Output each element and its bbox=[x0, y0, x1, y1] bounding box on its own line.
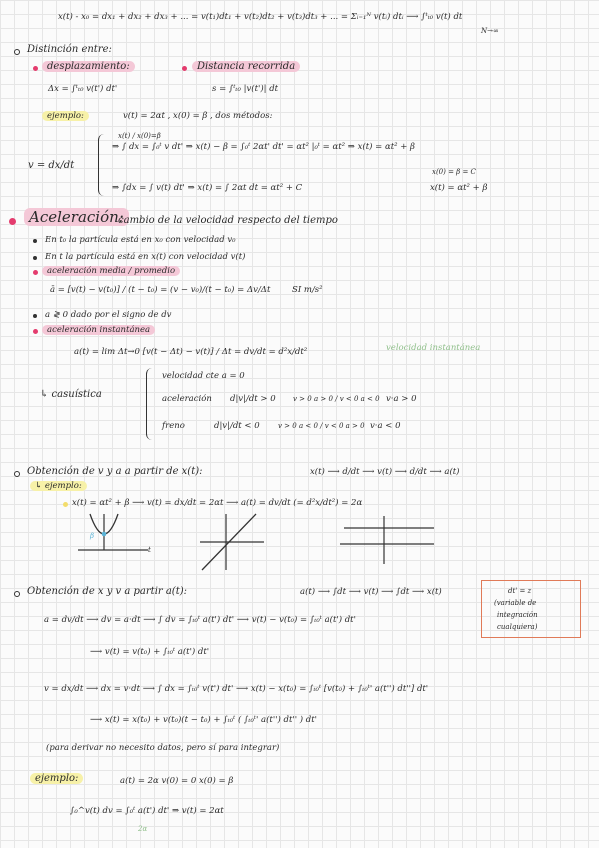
inst-formula: a(t) = lim Δt→0 [v(t − Δt) − v(t)] / Δt … bbox=[74, 347, 308, 357]
obtencion2-v-row2: ⟶ x(t) = x(t₀) + v(t₀)(t − t₀) + ∫ₜ₀ᵗ ( … bbox=[90, 715, 317, 725]
bullet bbox=[33, 239, 37, 243]
aceleracion-b2: En t la partícula está en x(t) con veloc… bbox=[45, 252, 246, 262]
metodo2-formula: ⇒ ∫dx = ∫ v(t) dt' ⇒ x(t) = ∫ 2αt dt = α… bbox=[112, 183, 303, 193]
casuistica-c3-frac: d|v|/dt < 0 bbox=[214, 421, 260, 431]
metodo-lhs: v = dx/dt bbox=[28, 160, 75, 171]
aceleracion-title: Aceleración: bbox=[24, 208, 129, 226]
section-bullet bbox=[14, 471, 20, 477]
inst-note: velocidad instantánea bbox=[386, 343, 481, 353]
distancia-label: Distancia recorrida bbox=[192, 61, 301, 72]
metodo1-limits: x(t) / x(0)=β bbox=[118, 132, 161, 140]
aceleracion-b1: En t₀ la partícula está en x₀ con veloci… bbox=[45, 235, 236, 245]
metodo2-result: x(t) = αt² + β bbox=[430, 183, 488, 193]
distancia-formula: s = ∫ᵗₜ₀ |v(t')| dt bbox=[212, 84, 279, 94]
note-box bbox=[481, 580, 581, 638]
note-box-line: dt' = z bbox=[508, 587, 532, 595]
obtencion2-chain: a(t) ⟶ ∫dt ⟶ v(t) ⟶ ∫dt ⟶ x(t) bbox=[300, 587, 442, 597]
pink-bullet bbox=[33, 270, 38, 275]
metodo2-note: x(0) = β = C bbox=[432, 168, 476, 176]
pink-bullet bbox=[33, 329, 38, 334]
section-bullet bbox=[14, 591, 20, 597]
bullet bbox=[33, 256, 37, 260]
obtencion2-v-row1: v = dx/dt ⟶ dx = v·dt ⟶ ∫ dx = ∫ₜ₀ᵗ v(t'… bbox=[44, 684, 429, 694]
obtencion2-a-row2: ⟶ v(t) = v(t₀) + ∫ₜ₀ᵗ a(t') dt' bbox=[90, 647, 210, 657]
ejemplo-label: ejemplo: bbox=[42, 111, 89, 121]
ejemplo-text: v(t) = 2αt , x(0) = β , dos métodos: bbox=[123, 111, 273, 121]
graph-line bbox=[200, 513, 264, 571]
note-box-line: cualquiera) bbox=[497, 623, 538, 631]
casuistica-c2-result: v·a > 0 bbox=[386, 394, 417, 404]
bullet bbox=[33, 314, 37, 318]
desplazamiento-label: desplazamiento: bbox=[42, 61, 135, 72]
inst-label: aceleración instantánea bbox=[42, 325, 156, 335]
graph-parabola bbox=[78, 513, 148, 551]
obtencion2-nota: (para derivar no necesito datos, pero sí… bbox=[46, 743, 280, 753]
casuistica-c2-frac: d|v|/dt > 0 bbox=[230, 394, 276, 404]
distincion-heading: Distinción entre: bbox=[27, 44, 112, 55]
obtencion1-example: x(t) = αt² + β ⟶ v(t) = dx/dt = 2αt ⟶ a(… bbox=[72, 498, 363, 508]
pink-bullet bbox=[182, 66, 187, 71]
media-label: aceleración media / promedio bbox=[42, 266, 181, 276]
ejemplo-final-under: 2α bbox=[138, 825, 148, 833]
desplazamiento-formula: Δx = ∫ᵗₜ₀ v(t') dt' bbox=[48, 84, 118, 94]
graph-axis-t: t bbox=[148, 546, 151, 554]
yellow-dot bbox=[63, 502, 68, 507]
casuistica-c3-label: freno bbox=[162, 421, 185, 431]
signo-text: a ≷ 0 dado por el signo de dv bbox=[45, 310, 172, 320]
casuistica-c3-cases: v > 0 a < 0 / v < 0 a > 0 bbox=[278, 422, 365, 430]
ejemplo-final-label: ejemplo: bbox=[30, 773, 84, 784]
casuistica-c2-label: aceleración bbox=[162, 394, 212, 404]
obtencion1-heading: Obtención de v y a a partir de x(t): bbox=[27, 466, 203, 477]
top-formula: x(t) - x₀ = dx₁ + dx₂ + dx₃ + ... = v(t₁… bbox=[58, 12, 463, 22]
media-formula: ā = [v(t) − v(t₀)] / (t − t₀) = (v − v₀)… bbox=[50, 285, 271, 295]
ejemplo-final-datos: a(t) = 2α v(0) = 0 x(0) = β bbox=[120, 776, 234, 786]
brace bbox=[98, 134, 105, 196]
pink-bullet bbox=[33, 66, 38, 71]
graph-point-label: β bbox=[90, 532, 95, 540]
obtencion2-a-row1: a = dv/dt ⟶ dv = a·dt ⟶ ∫ dv = ∫ₜ₀ᵗ a(t'… bbox=[44, 615, 356, 625]
brace bbox=[146, 368, 153, 440]
casuistica-c3-result: v·a < 0 bbox=[370, 421, 401, 431]
pink-bullet bbox=[9, 218, 16, 225]
casuistica-c1: velocidad cte a = 0 bbox=[162, 371, 245, 381]
obtencion2-heading: Obtención de x y v a partir a(t): bbox=[27, 586, 187, 597]
graph-constant bbox=[340, 516, 434, 564]
casuistica-label: ↳ casuística bbox=[40, 389, 102, 400]
casuistica-c2-cases: v > 0 a > 0 / v < 0 a < 0 bbox=[293, 395, 380, 403]
note-box-line: (variable de bbox=[494, 599, 537, 607]
metodo1-formula: ⇒ ∫ dx = ∫₀ᵗ v dt' ⇒ x(t) − β = ∫₀ᵗ 2αt'… bbox=[112, 142, 415, 152]
section-bullet bbox=[14, 49, 20, 55]
top-arrow-label: N→∞ bbox=[481, 27, 499, 35]
media-si: SI m/s² bbox=[292, 285, 323, 295]
obtencion1-chain: x(t) ⟶ d/dt ⟶ v(t) ⟶ d/dt ⟶ a(t) bbox=[310, 467, 460, 477]
aceleracion-desc: cambio de la velocidad respecto del tiem… bbox=[118, 215, 338, 226]
obtencion1-ejemplo-label: ↳ ejemplo: bbox=[30, 481, 87, 491]
ejemplo-final-formula: ∫₀^v(t) dv = ∫₀ᵗ a(t') dt' ⇒ v(t) = 2αt bbox=[70, 806, 224, 816]
note-box-line: integración bbox=[497, 611, 538, 619]
